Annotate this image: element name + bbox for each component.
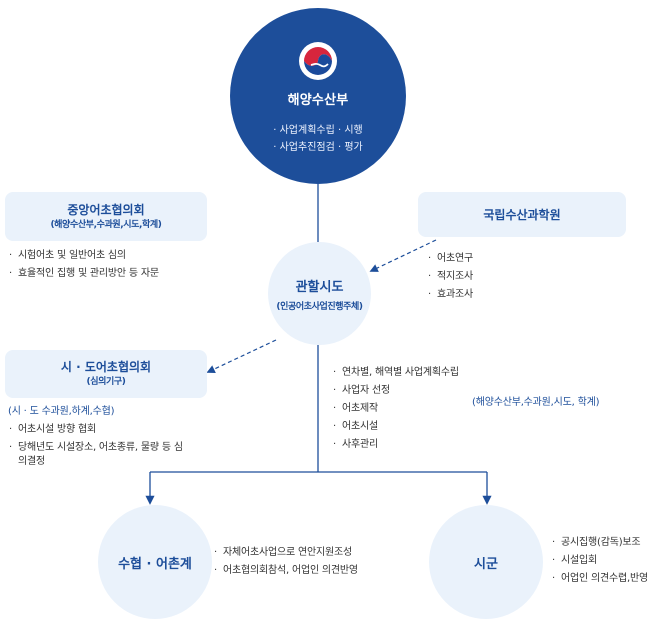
central-council-item: 효율적인 집행 및 관리방안 등 자문 xyxy=(9,265,159,283)
suhyup-item: 어초협의회참석, 어업인 의견반영 xyxy=(214,562,358,580)
government-emblem-icon xyxy=(298,41,338,81)
provincial-council-box: 시 · 도어초협의회 (심의기구) xyxy=(5,350,207,398)
regional-circle: 관할시도 (인공어초사업진행주체) xyxy=(268,242,371,345)
regional-list: 연차별, 해역별 사업계획수립 사업자 선정 어초제작 어초시설 사후관리 xyxy=(333,364,459,454)
institute-to-regional-arrow xyxy=(369,239,437,272)
suhyup-title: 수협 · 어촌계 xyxy=(118,556,192,572)
ministry-item: · 사업계획수립 · 시행 xyxy=(273,124,363,136)
central-council-item: 시험어초 및 일반어초 심의 xyxy=(9,247,159,265)
regional-subtitle: (인공어초사업진행주체) xyxy=(276,301,363,312)
institute-item: 효과조사 xyxy=(428,286,473,304)
central-council-list: 시험어초 및 일반어초 심의 효율적인 집행 및 관리방안 등 자문 xyxy=(9,247,159,283)
provincial-council-note: (시 · 도 수과원,하계,수협) xyxy=(8,406,115,417)
sigun-circle: 시군 xyxy=(429,505,543,619)
regional-item: 어초시설 xyxy=(333,418,459,436)
ministry-title: 해양수산부 xyxy=(287,92,349,108)
ministry-circle: 해양수산부 · 사업계획수립 · 시행 · 사업추진점검 · 평가 xyxy=(230,8,406,184)
regional-note: (해양수산부,수과원,시도, 학계) xyxy=(472,397,600,408)
regional-item: 어초제작 xyxy=(333,400,459,418)
regional-item: 사후관리 xyxy=(333,436,459,454)
sigun-list: 공시집행(감독)보조 시설입회 어업인 의견수렵,반영 xyxy=(552,534,648,588)
sigun-item: 시설입회 xyxy=(552,552,648,570)
central-council-subtitle: (해양수산부,수과원,시도,학계) xyxy=(50,219,162,230)
regional-to-provincial-arrow xyxy=(206,339,277,373)
regional-item: 사업자 선정 xyxy=(333,382,459,400)
suhyup-item: 자체어초사업으로 연안지원조성 xyxy=(214,544,358,562)
sigun-item: 공시집행(감독)보조 xyxy=(552,534,648,552)
provincial-council-item: 당해년도 시설장소, 어초종류, 물량 등 심의결정 xyxy=(9,441,188,469)
suhyup-circle: 수협 · 어촌계 xyxy=(98,505,212,619)
institute-list: 어초연구 적지조사 효과조사 xyxy=(428,250,473,304)
central-council-title: 중앙어초협의회 xyxy=(67,202,145,217)
ministry-item: · 사업추진점검 · 평가 xyxy=(273,141,363,153)
institute-item: 적지조사 xyxy=(428,268,473,286)
central-council-box: 중앙어초협의회 (해양수산부,수과원,시도,학계) xyxy=(5,192,207,241)
sigun-item: 어업인 의견수렵,반영 xyxy=(552,570,648,588)
institute-item: 어초연구 xyxy=(428,250,473,268)
regional-item: 연차별, 해역별 사업계획수립 xyxy=(333,364,459,382)
institute-title: 국립수산과학원 xyxy=(483,207,561,222)
provincial-council-list: 어초시설 방향 협회 당해년도 시설장소, 어초종류, 물량 등 심의결정 xyxy=(9,421,188,469)
provincial-council-item: 어초시설 방향 협회 xyxy=(9,421,188,439)
regional-title: 관할시도 xyxy=(295,279,344,295)
provincial-council-title: 시 · 도어초협의회 xyxy=(60,360,152,374)
provincial-council-subtitle: (심의기구) xyxy=(86,377,126,387)
suhyup-list: 자체어초사업으로 연안지원조성 어초협의회참석, 어업인 의견반영 xyxy=(214,544,358,580)
sigun-title: 시군 xyxy=(474,556,498,572)
institute-box: 국립수산과학원 xyxy=(418,192,626,237)
